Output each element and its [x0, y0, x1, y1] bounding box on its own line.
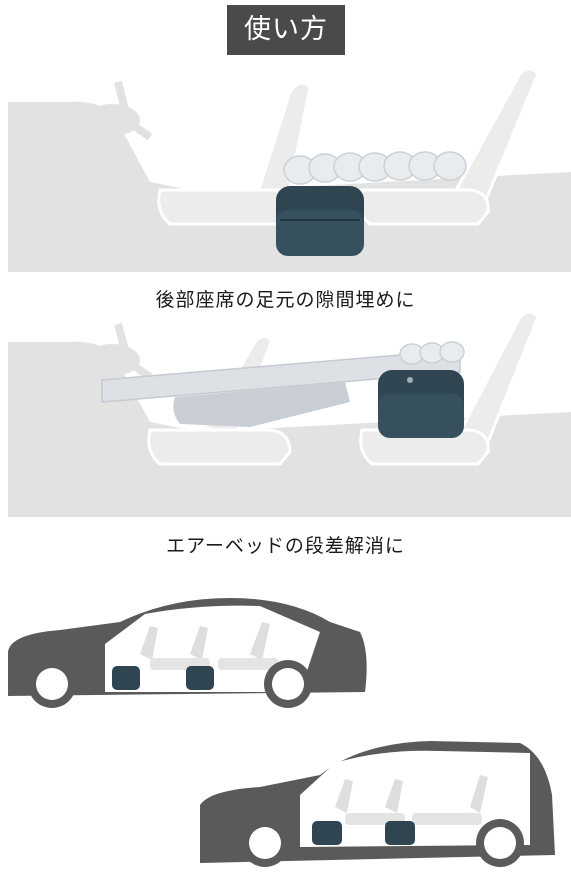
rear-seat-back: [452, 67, 540, 204]
steering-hub: [84, 344, 140, 376]
caption-footwell: 後部座席の足元の隙間埋めに: [155, 289, 416, 311]
airbed-underside: [173, 382, 350, 427]
rear-seat-back: [457, 310, 540, 444]
rear-seat-base: [359, 428, 490, 466]
airbed-tubes: [283, 151, 467, 185]
sedan-seat: [140, 626, 158, 660]
sedan-seat: [190, 626, 208, 660]
sedan-seat: [250, 622, 270, 660]
front-seat-base: [147, 428, 292, 466]
suv-side-view: [200, 741, 555, 867]
navy-cushion: [378, 370, 464, 438]
interior-panel: [8, 341, 262, 517]
suv-seat: [335, 779, 353, 813]
caption-airbed: エアーベッドの段差解消に: [166, 535, 405, 557]
airbed-gap-diagram: [8, 310, 571, 517]
sedan-side-view: [8, 598, 367, 708]
steering-hub: [84, 104, 140, 136]
front-seat-back: [253, 81, 312, 214]
interior-panel: [8, 101, 262, 272]
navy-cushion: [276, 186, 364, 256]
rear-seat-base: [357, 188, 490, 226]
title-badge: 使い方: [227, 5, 345, 55]
navy-cushion: [112, 666, 214, 690]
suv-seat: [470, 775, 488, 813]
suv-seat: [385, 779, 403, 813]
rear-footwell-diagram: [8, 67, 571, 272]
airbed-plank: [101, 349, 461, 403]
navy-cushion: [312, 821, 415, 845]
airbed-tubes: [399, 341, 465, 365]
